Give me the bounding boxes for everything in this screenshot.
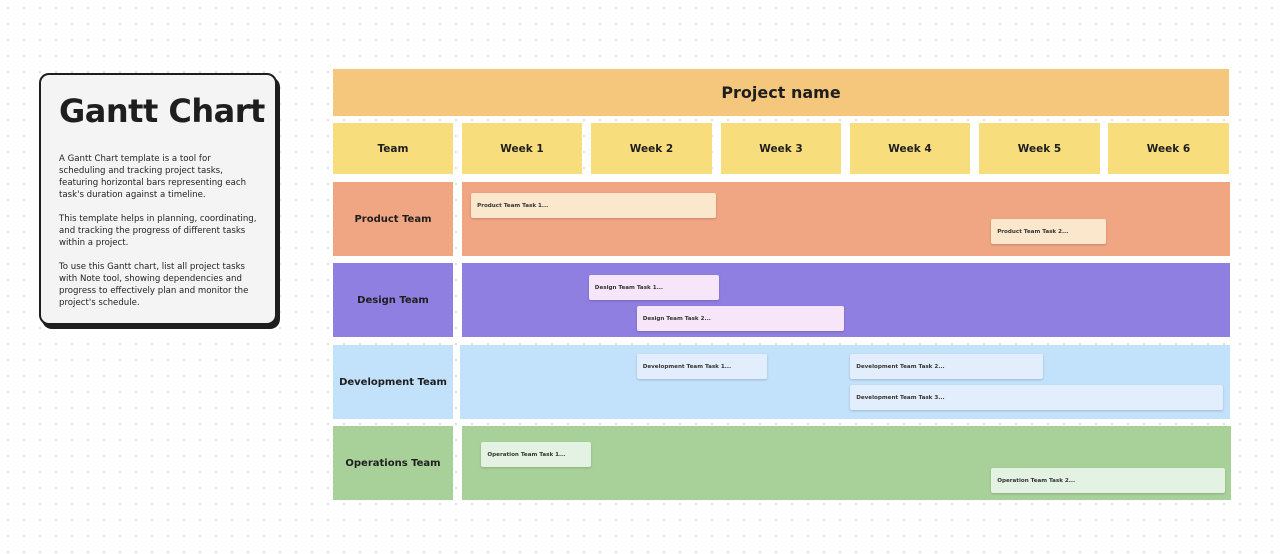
- project-name-header[interactable]: Project name: [333, 69, 1229, 116]
- task-bar[interactable]: Product Team Task 1...: [471, 193, 716, 218]
- task-bar[interactable]: Development Team Task 2...: [850, 354, 1043, 379]
- week-header-5[interactable]: Week 5: [979, 123, 1100, 174]
- lane-design: [462, 263, 1230, 337]
- team-column-header[interactable]: Team: [333, 123, 453, 174]
- info-title: Gantt Chart: [59, 92, 265, 130]
- week-header-3[interactable]: Week 3: [721, 123, 841, 174]
- task-bar[interactable]: Development Team Task 1...: [636, 354, 768, 379]
- info-body: A Gantt Chart template is a tool for sch…: [59, 153, 257, 309]
- week-header-4[interactable]: Week 4: [850, 123, 970, 174]
- info-paragraph: This template helps in planning, coordin…: [59, 214, 257, 248]
- task-bar[interactable]: Development Team Task 3...: [850, 385, 1223, 410]
- team-label-development[interactable]: Development Team: [333, 345, 453, 419]
- info-card[interactable]: Gantt Chart A Gantt Chart template is a …: [39, 73, 277, 325]
- task-bar[interactable]: Design Team Task 1...: [588, 275, 720, 300]
- task-bar[interactable]: Design Team Task 2...: [636, 306, 844, 331]
- team-label-design[interactable]: Design Team: [333, 263, 453, 337]
- week-header-6[interactable]: Week 6: [1108, 123, 1229, 174]
- team-label-product[interactable]: Product Team: [333, 182, 453, 256]
- info-paragraph: To use this Gantt chart, list all projec…: [59, 262, 249, 308]
- task-bar[interactable]: Product Team Task 2...: [991, 219, 1107, 244]
- week-header-1[interactable]: Week 1: [462, 123, 582, 174]
- task-bar[interactable]: Operation Team Task 2...: [991, 468, 1226, 493]
- task-bar[interactable]: Operation Team Task 1...: [481, 442, 592, 467]
- info-paragraph: A Gantt Chart template is a tool for sch…: [59, 154, 247, 200]
- week-header-2[interactable]: Week 2: [591, 123, 712, 174]
- team-label-operations[interactable]: Operations Team: [333, 426, 453, 500]
